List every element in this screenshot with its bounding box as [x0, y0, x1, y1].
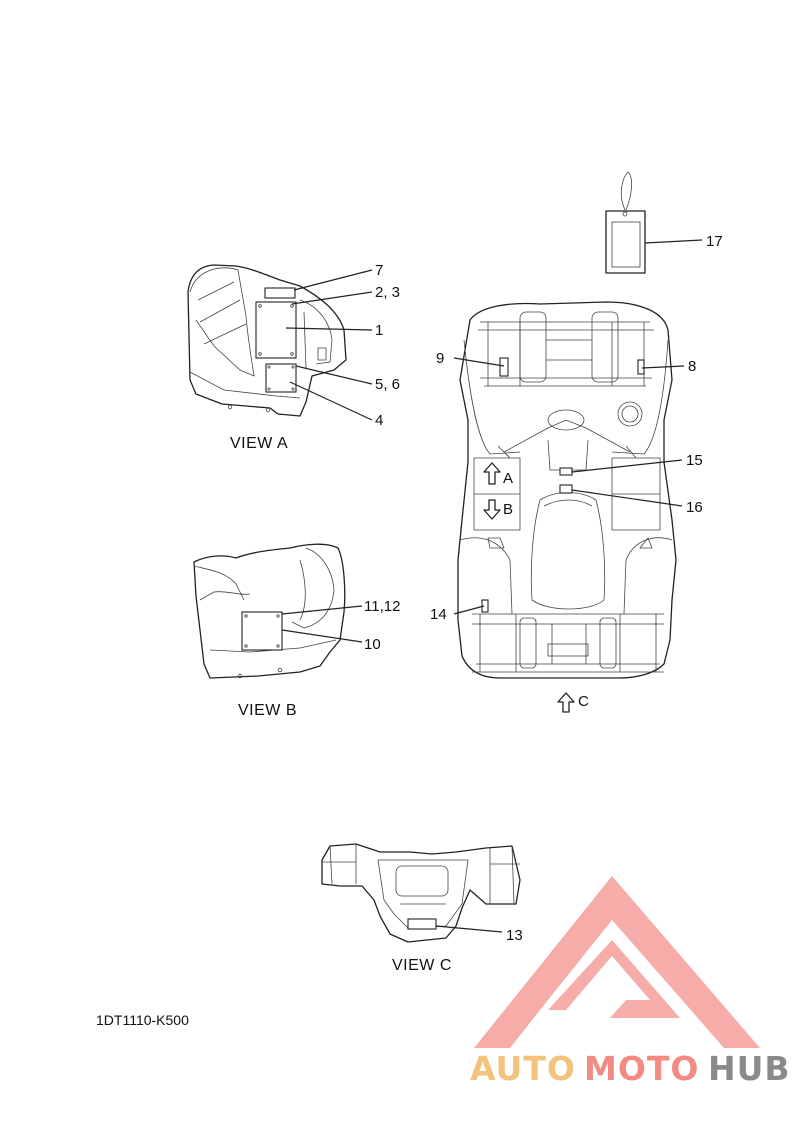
callout-7: 7 [375, 262, 383, 279]
arrow-b-label: B [503, 501, 513, 518]
part-number: 1DT1110-K500 [96, 1012, 189, 1028]
view-c-rear-panel [321, 843, 521, 943]
callout-13: 13 [506, 927, 523, 944]
callout-8: 8 [688, 358, 696, 375]
view-c-label: VIEW C [392, 957, 452, 974]
callout-15: 15 [686, 452, 703, 469]
watermark-moto: MOTO [584, 1049, 699, 1088]
callout-1: 1 [375, 322, 383, 339]
callout-5-6: 5, 6 [375, 376, 400, 393]
view-b-label: VIEW B [238, 702, 297, 719]
callout-17: 17 [706, 233, 723, 250]
view-a-fender [187, 264, 373, 421]
logo-triangle-mark [474, 876, 760, 1048]
arrow-up-a-icon [483, 462, 501, 485]
hang-tag-17 [605, 171, 703, 274]
arrow-up-c-icon [557, 692, 575, 713]
callout-9: 9 [436, 350, 444, 367]
watermark-auto: AUTO [470, 1049, 576, 1088]
arrow-c-label: C [578, 693, 589, 710]
arrow-down-b-icon [483, 499, 501, 520]
callout-11-12: 11,12 [364, 598, 400, 615]
watermark-hub: HUB [708, 1049, 791, 1088]
atv-top-view [453, 301, 685, 713]
callout-16: 16 [686, 499, 703, 516]
callout-10: 10 [364, 636, 381, 653]
view-a-label: VIEW A [230, 435, 288, 452]
automotohub-logo: AUTO MOTO HUB [470, 876, 791, 1088]
arrow-a-label: A [503, 470, 513, 487]
view-b-fender [193, 543, 363, 679]
callout-14: 14 [430, 606, 447, 623]
callout-4: 4 [375, 412, 383, 429]
callout-2-3: 2, 3 [375, 284, 400, 301]
